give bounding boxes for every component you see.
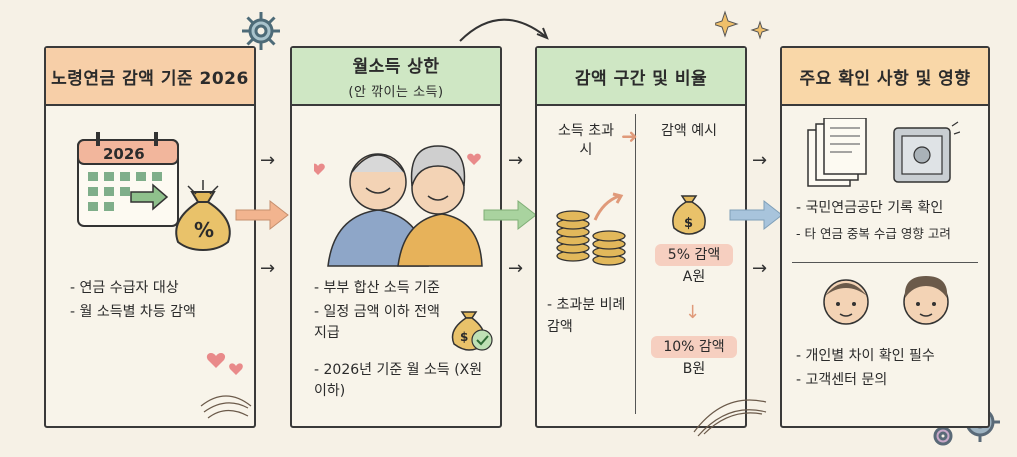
- bullet-list: 국민연금공단 기록 확인 타 연금 중복 수급 영향 고려: [796, 196, 951, 246]
- bullet-item: 고객센터 문의: [796, 368, 935, 392]
- elderly-couple-illustration: [314, 145, 483, 267]
- label-text: 소득 초과 시: [558, 123, 614, 158]
- person-face-icon: [823, 279, 869, 325]
- arrow-right-icon: →: [752, 150, 768, 171]
- panel-title: 월소득 상한 (안 깎이는 소득): [292, 48, 500, 106]
- big-arrow-icon: [483, 199, 537, 231]
- bag-percent-symbol: %: [194, 218, 215, 242]
- arrow-right-icon: →: [260, 258, 276, 279]
- section-divider: [792, 262, 978, 263]
- big-arrow-icon: [235, 199, 289, 231]
- panel-title: 주요 확인 사항 및 영향: [782, 48, 988, 106]
- panel-title: 감액 구간 및 비율: [537, 48, 745, 106]
- bag-dollar-symbol: $: [684, 216, 694, 231]
- arrow-right-icon: →: [508, 150, 524, 171]
- panel-subtitle: (안 깎이는 소득): [348, 85, 444, 100]
- note-text: 초과분 비례 감액: [547, 297, 626, 335]
- tier2-rate-chip: 10% 감액: [651, 336, 737, 358]
- bullet-item: 타 연금 중복 수급 영향 고려: [796, 221, 950, 246]
- panel-reduction-criteria: 노령연금 감액 기준 2026 2026 % 연금 수급자 대상 월 소득별 차…: [44, 46, 256, 428]
- bullet-item: - 일정 금액 이하 전액 지급: [314, 304, 440, 341]
- calendar-year: 2026: [103, 145, 145, 163]
- coin-stack-icon: [556, 192, 626, 266]
- money-bag-icon: [672, 195, 706, 235]
- money-bag-icon: [175, 180, 231, 252]
- note-proportional: - 초과분 비례 감액: [547, 297, 626, 335]
- panel-title-text: 주요 확인 사항 및 영향: [799, 68, 971, 89]
- calendar-icon: [77, 132, 179, 227]
- bullet-item: 부부 합산 소득 기준: [314, 276, 440, 300]
- curved-arrow-icon: [459, 18, 549, 42]
- scribble-doodle-icon: [693, 399, 767, 437]
- money-check-icon: [451, 311, 493, 351]
- documents-icon: [807, 118, 867, 187]
- arrow-down-icon: ↓: [685, 302, 701, 323]
- panel-key-checks: 주요 확인 사항 및 영향 국민연금공단 기록 확인 타 연금 중복 수급 영향…: [780, 46, 990, 428]
- panel-title-text: 월소득 상한: [352, 57, 440, 77]
- tier1-rate-chip: 5% 감액: [655, 244, 733, 266]
- bullet-text: 일정 금액 이하 전액 지급: [314, 304, 440, 341]
- arrow-right-icon: ➜: [621, 124, 638, 148]
- bullet-list: 부부 합산 소득 기준: [314, 276, 440, 300]
- safe-icon: [893, 121, 960, 183]
- sparkle-icon: [715, 10, 770, 40]
- tier1-amount: A원: [682, 269, 706, 285]
- bullet-list: 개인별 차이 확인 필수 고객센터 문의: [796, 344, 935, 392]
- heart-doodle-icon: [200, 353, 252, 419]
- label-text: 감액 예시: [661, 123, 717, 139]
- column-divider: [635, 114, 636, 414]
- person-face-icon: [903, 276, 949, 325]
- gear-icon: [242, 12, 280, 50]
- bullet-list: 연금 수급자 대상 월 소득별 차등 감액: [70, 276, 196, 324]
- bag-dollar-symbol: $: [460, 330, 469, 344]
- big-arrow-icon: [729, 199, 783, 231]
- arrow-right-icon: →: [260, 150, 276, 171]
- bullet-item: 연금 수급자 대상: [70, 276, 196, 300]
- income-exceed-label: 소득 초과 시: [551, 122, 621, 160]
- bullet-item: 개인별 차이 확인 필수: [796, 344, 935, 368]
- bullet-item: - 2026년 기준 월 소득 (X원 이하): [314, 362, 483, 399]
- panel-title-text: 감액 구간 및 비율: [574, 68, 708, 89]
- panel-title-text: 노령연금 감액 기준 2026: [51, 68, 249, 89]
- panel-income-cap: 월소득 상한 (안 깎이는 소득) 부부 합산 소득 기준 - 일정 금액 이하…: [290, 46, 502, 428]
- arrow-right-icon: →: [752, 258, 768, 279]
- bullet-text: 2026년 기준 월 소득 (X원 이하): [314, 362, 483, 399]
- arrow-right-icon: →: [508, 258, 524, 279]
- reduction-example-label: 감액 예시: [659, 122, 719, 141]
- tier2-amount: B원: [682, 361, 706, 377]
- panel-title: 노령연금 감액 기준 2026: [46, 48, 254, 106]
- bullet-item: 국민연금공단 기록 확인: [796, 196, 951, 221]
- panel-reduction-tiers: 감액 구간 및 비율 소득 초과 시 ➜ 감액 예시 - 초과분 비례 감액 $: [535, 46, 747, 428]
- bullet-item: 월 소득별 차등 감액: [70, 300, 196, 324]
